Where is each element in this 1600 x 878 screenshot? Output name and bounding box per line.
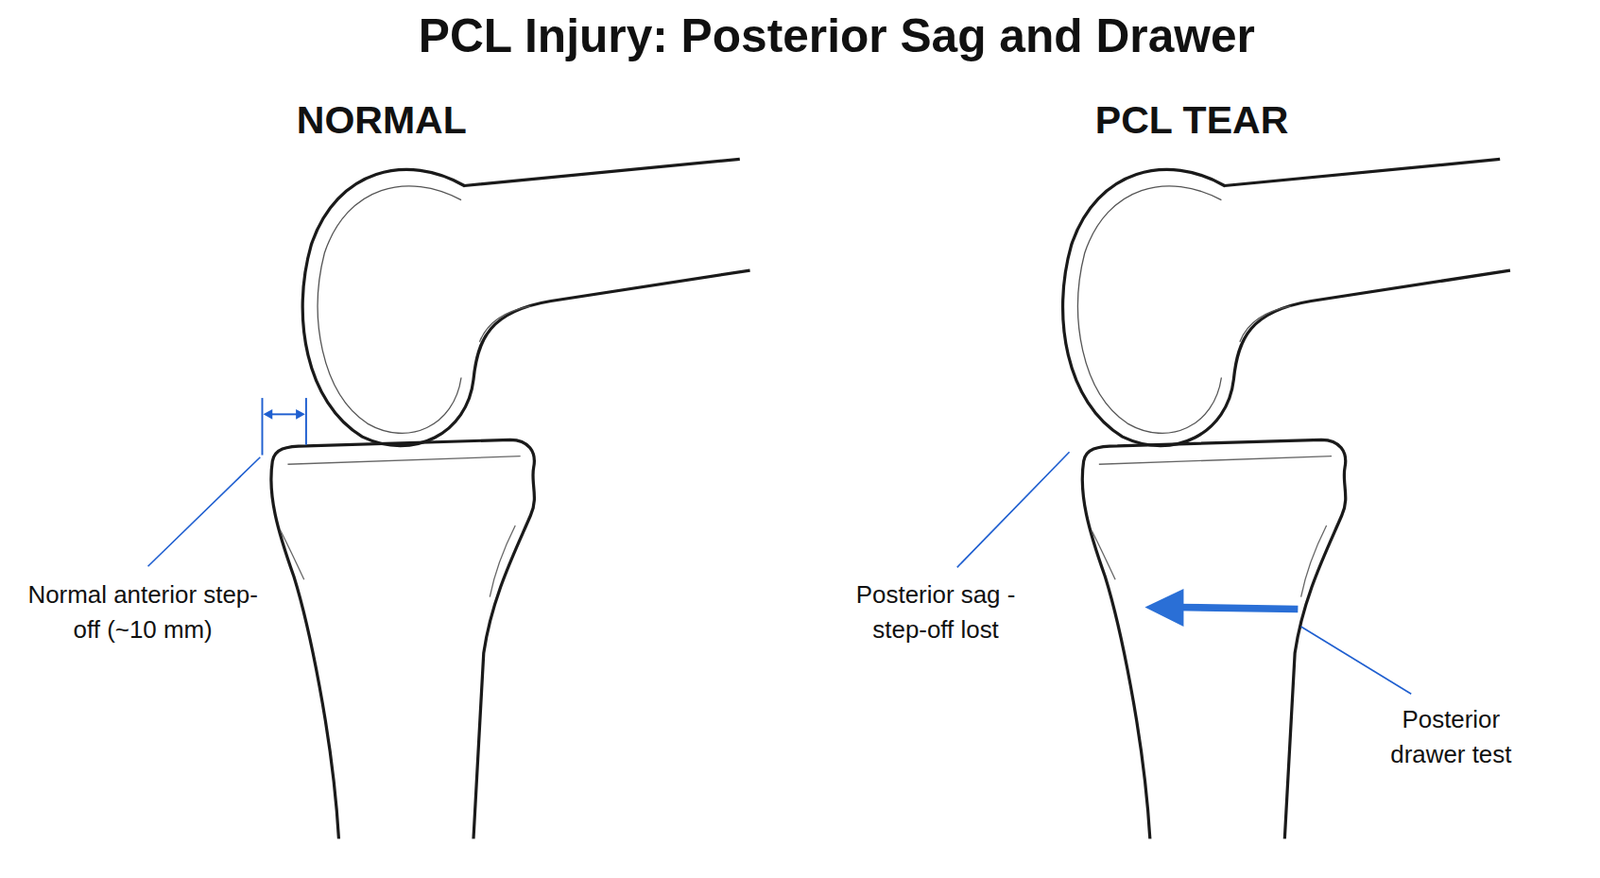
- panel-heading: PCL TEAR: [987, 98, 1396, 144]
- normal-knee: [271, 158, 751, 839]
- diagram-title: PCL Injury: Posterior Sag and Drawer: [224, 8, 1450, 64]
- pcl-tear-knee: [1063, 158, 1511, 839]
- annotation-label: Posterior drawer test: [1369, 702, 1533, 772]
- panel-heading: NORMAL: [177, 98, 586, 144]
- drawer-arrow: [1144, 588, 1298, 627]
- leader-lines: [957, 451, 1411, 694]
- annotation-label: Posterior sag - step-off lost: [833, 577, 1038, 647]
- step-off-dimension: [148, 397, 307, 567]
- annotation-label: Normal anterior step-off (~10 mm): [17, 577, 269, 647]
